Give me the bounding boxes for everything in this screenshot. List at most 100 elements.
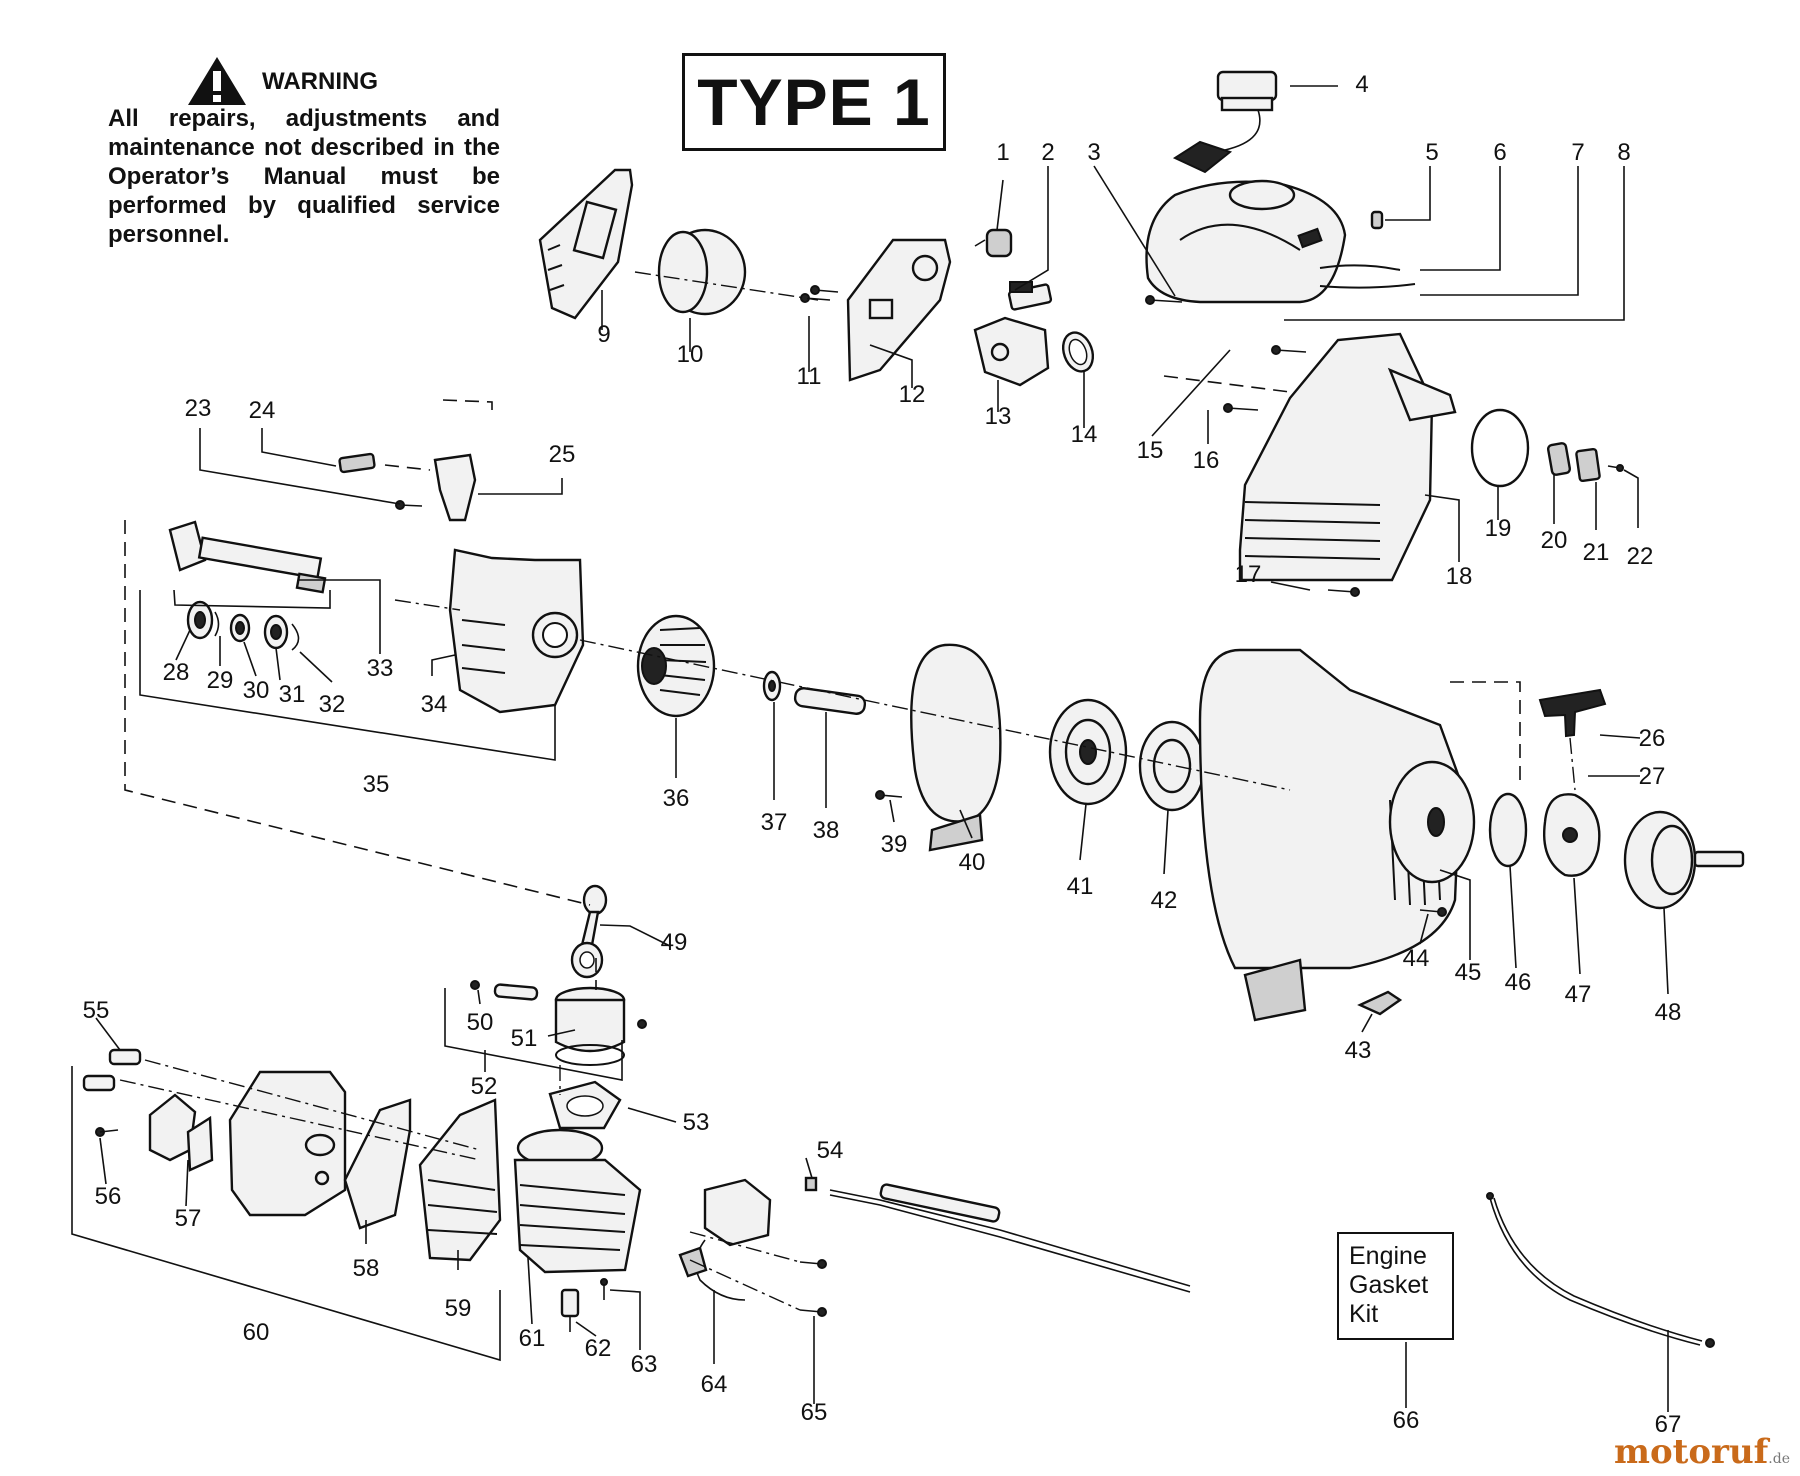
part-label-26: 26 — [1639, 725, 1666, 752]
part-drawing-21 — [1575, 447, 1601, 483]
part-label-30: 30 — [243, 677, 270, 704]
part-drawing-60 — [228, 1070, 347, 1217]
part-label-58: 58 — [353, 1255, 380, 1282]
part-drawing-61 — [513, 1128, 642, 1274]
part-label-6: 6 — [1493, 139, 1506, 166]
part-drawing-30 — [229, 613, 251, 643]
part-label-51: 51 — [511, 1025, 538, 1052]
part-label-17: 17 — [1235, 561, 1262, 588]
part-drawing-40 — [910, 643, 1002, 852]
part-drawing-64 — [678, 1178, 772, 1301]
part-drawing-50 — [470, 980, 647, 1029]
part-drawing-23 — [395, 500, 423, 510]
kit-line-2: Gasket — [1349, 1271, 1429, 1299]
part-drawing-62 — [560, 1288, 580, 1332]
part-label-3: 3 — [1087, 139, 1100, 166]
part-label-4: 4 — [1355, 71, 1368, 98]
part-label-16: 16 — [1193, 447, 1220, 474]
part-drawing-48 — [1623, 810, 1745, 910]
part-drawing-57 — [148, 1093, 214, 1172]
part-drawing-56 — [95, 1127, 119, 1137]
part-drawing-17 — [1327, 587, 1360, 597]
part-drawing-65 — [799, 1259, 827, 1317]
part-label-60: 60 — [243, 1319, 270, 1346]
engine-gasket-kit-box: Engine Gasket Kit — [1337, 1232, 1454, 1340]
part-drawing-16 — [1223, 403, 1259, 413]
part-drawing-main-housing — [1198, 648, 1476, 1022]
part-label-12: 12 — [899, 381, 926, 408]
part-drawing-36 — [636, 614, 716, 718]
part-label-5: 5 — [1425, 139, 1438, 166]
part-drawing-53 — [548, 1080, 622, 1130]
part-drawing-12 — [846, 238, 952, 382]
kit-line-3: Kit — [1349, 1300, 1379, 1328]
part-label-62: 62 — [585, 1335, 612, 1362]
part-label-37: 37 — [761, 809, 788, 836]
part-drawing-25 — [433, 453, 477, 522]
part-label-61: 61 — [519, 1325, 546, 1352]
part-drawing-49 — [570, 884, 608, 979]
part-drawing-27 — [1569, 737, 1576, 791]
part-label-66: 66 — [1393, 1407, 1420, 1434]
kit-line-1: Engine — [1349, 1242, 1427, 1270]
part-drawing-33 — [168, 520, 327, 594]
warning-notice: WARNING All repairs, adjustments and mai… — [108, 57, 500, 249]
part-label-48: 48 — [1655, 999, 1682, 1026]
part-drawing-37 — [762, 670, 782, 702]
part-drawing-32 — [291, 623, 300, 651]
part-label-64: 64 — [701, 1371, 728, 1398]
watermark-logo: motoruf.de — [1614, 1432, 1790, 1472]
part-drawing-11 — [800, 285, 839, 303]
part-label-52: 52 — [471, 1073, 498, 1100]
part-drawing-24 — [338, 452, 376, 474]
part-drawing-38 — [793, 687, 867, 715]
part-drawing-9 — [538, 168, 634, 320]
part-drawing-tank — [1145, 179, 1416, 304]
part-label-45: 45 — [1455, 959, 1482, 986]
part-drawing-58 — [343, 1098, 412, 1230]
part-drawing-26 — [1538, 688, 1607, 738]
part-label-38: 38 — [813, 817, 840, 844]
part-drawing-10 — [657, 228, 747, 316]
part-label-31: 31 — [279, 681, 306, 708]
part-label-25: 25 — [549, 441, 576, 468]
warning-title: WARNING — [262, 67, 378, 95]
part-label-42: 42 — [1151, 887, 1178, 914]
part-label-8: 8 — [1617, 139, 1630, 166]
part-drawing-14 — [1061, 331, 1095, 373]
warning-triangle-icon — [188, 57, 246, 105]
type-label-box: TYPE 1 — [682, 53, 946, 151]
part-label-39: 39 — [881, 831, 908, 858]
part-label-23: 23 — [185, 395, 212, 422]
part-drawing-44 — [1419, 907, 1447, 917]
part-drawing-20 — [1546, 442, 1572, 476]
watermark-suffix: .de — [1768, 1451, 1790, 1467]
part-label-24: 24 — [249, 397, 276, 424]
part-label-44: 44 — [1403, 945, 1430, 972]
part-drawing-67 — [1486, 1192, 1715, 1348]
part-drawing-22 — [1607, 464, 1624, 472]
part-label-59: 59 — [445, 1295, 472, 1322]
part-label-46: 46 — [1505, 969, 1532, 996]
part-label-32: 32 — [319, 691, 346, 718]
part-drawing-39 — [875, 790, 903, 800]
part-label-13: 13 — [985, 403, 1012, 430]
part-label-15: 15 — [1137, 437, 1164, 464]
part-label-47: 47 — [1565, 981, 1592, 1008]
part-label-1: 1 — [996, 139, 1009, 166]
part-label-53: 53 — [683, 1109, 710, 1136]
part-label-43: 43 — [1345, 1037, 1372, 1064]
part-drawing-1 — [974, 228, 1013, 258]
part-drawing-63 — [600, 1278, 608, 1300]
part-label-20: 20 — [1541, 527, 1568, 554]
part-label-19: 19 — [1485, 515, 1512, 542]
part-label-36: 36 — [663, 785, 690, 812]
part-label-27: 27 — [1639, 763, 1666, 790]
part-drawing-4 — [1172, 70, 1278, 174]
part-label-29: 29 — [207, 667, 234, 694]
part-label-18: 18 — [1446, 563, 1473, 590]
part-drawing-42 — [1138, 720, 1206, 812]
part-label-28: 28 — [163, 659, 190, 686]
part-label-50: 50 — [467, 1009, 494, 1036]
part-label-56: 56 — [95, 1183, 122, 1210]
